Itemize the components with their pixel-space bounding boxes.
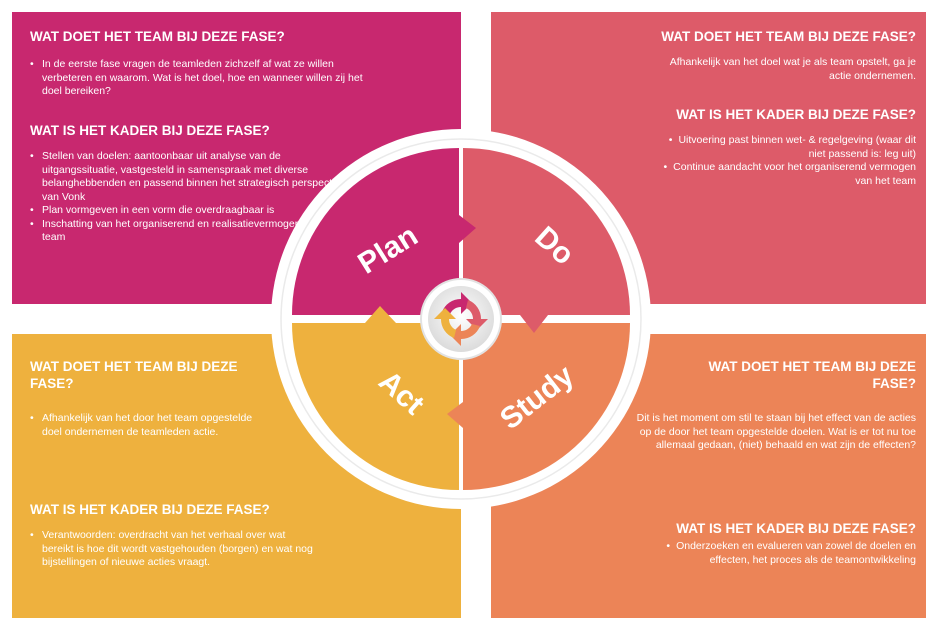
plan-what-list: In de eerste fase vragen de teamleden zi… bbox=[28, 58, 363, 99]
list-item: Uitvoering past binnen wet- & regelgevin… bbox=[651, 134, 916, 161]
act-tab bbox=[365, 306, 396, 323]
list-item: Onderzoeken en evalueren van zowel de do… bbox=[651, 540, 916, 567]
do-heading-what: WAT DOET HET TEAM BIJ DEZE FASE? bbox=[661, 29, 916, 44]
list-item: Inschatting van het organiserend en real… bbox=[28, 218, 346, 245]
list-item: Plan vormgeven in een vorm die overdraag… bbox=[28, 204, 346, 218]
plan-heading-frame: WAT IS HET KADER BIJ DEZE FASE? bbox=[30, 123, 270, 138]
act-what-list: Afhankelijk van het door het team opgest… bbox=[28, 412, 258, 439]
act-frame-list: Verantwoorden: overdracht van het verhaa… bbox=[28, 529, 318, 570]
study-heading-what: WAT DOET HET TEAM BIJ DEZE FASE? bbox=[708, 359, 916, 391]
list-item: Stellen van doelen: aantoonbaar uit anal… bbox=[28, 150, 346, 204]
list-item: Continue aandacht voor het organiserend … bbox=[651, 161, 916, 188]
act-heading-frame: WAT IS HET KADER BIJ DEZE FASE? bbox=[30, 502, 270, 517]
plan-tab bbox=[459, 215, 476, 243]
act-quadrant bbox=[292, 323, 459, 490]
do-tab bbox=[520, 315, 548, 333]
study-what-text: Dit is het moment om stil te staan bij h… bbox=[636, 412, 916, 451]
center-badge-inner bbox=[428, 286, 494, 352]
study-heading-frame: WAT IS HET KADER BIJ DEZE FASE? bbox=[676, 521, 916, 536]
do-heading-frame: WAT IS HET KADER BIJ DEZE FASE? bbox=[676, 107, 916, 122]
do-frame-list: Uitvoering past binnen wet- & regelgevin… bbox=[651, 134, 916, 188]
outer-ring-line bbox=[280, 138, 642, 500]
cycle-arrows-icon bbox=[434, 292, 488, 346]
plan-heading-what: WAT DOET HET TEAM BIJ DEZE FASE? bbox=[30, 29, 285, 44]
list-item: Verantwoorden: overdracht van het verhaa… bbox=[28, 529, 318, 570]
plan-quadrant bbox=[292, 148, 459, 315]
list-item: In de eerste fase vragen de teamleden zi… bbox=[28, 58, 363, 99]
study-tab bbox=[447, 402, 463, 428]
plan-frame-list: Stellen van doelen: aantoonbaar uit anal… bbox=[28, 150, 346, 245]
act-heading-what: WAT DOET HET TEAM BIJ DEZE FASE? bbox=[30, 359, 238, 391]
do-quadrant bbox=[463, 148, 630, 315]
study-frame-list: Onderzoeken en evalueren van zowel de do… bbox=[651, 540, 916, 567]
list-item: Afhankelijk van het door het team opgest… bbox=[28, 412, 258, 439]
study-quadrant bbox=[463, 323, 630, 490]
do-what-text: Afhankelijk van het doel wat je als team… bbox=[669, 56, 916, 82]
